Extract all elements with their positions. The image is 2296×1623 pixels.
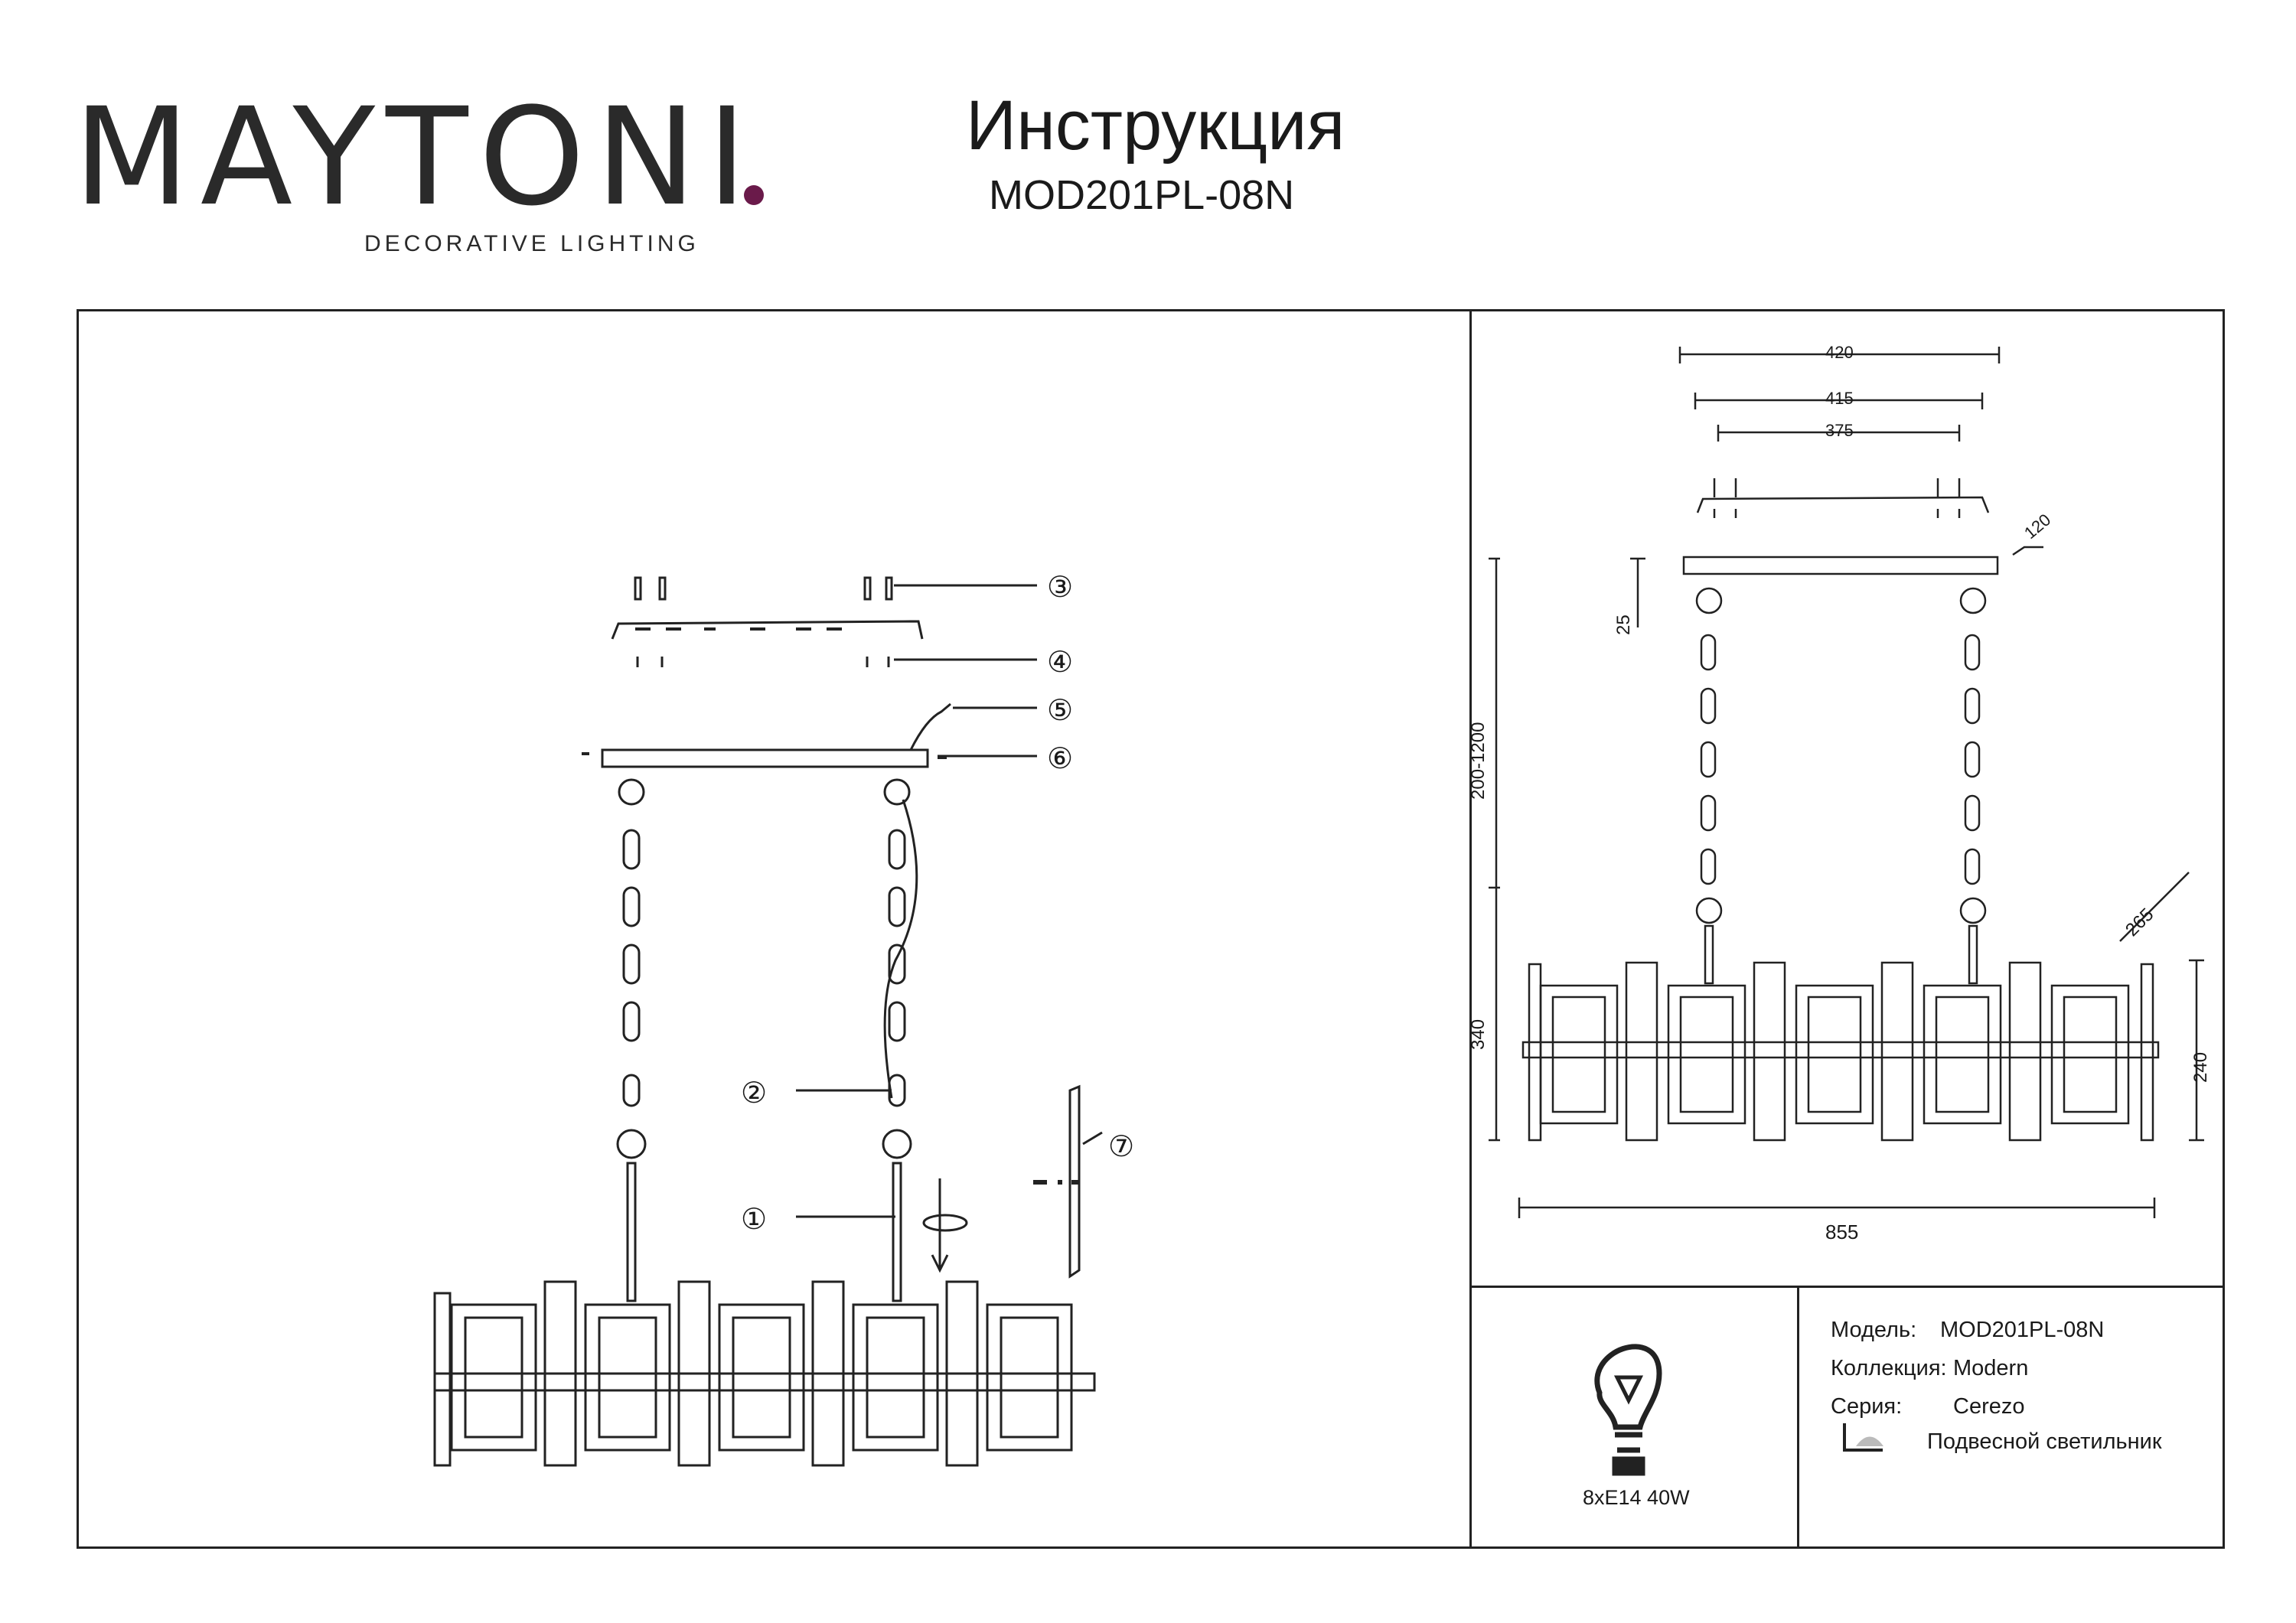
callout-3: ③	[1047, 572, 1074, 604]
callout-6: ⑥	[1047, 743, 1074, 775]
wire-terminal	[909, 702, 951, 751]
brand-wordmark: MAYTONI	[73, 79, 758, 236]
dim-25: 25	[1613, 614, 1634, 635]
chain-right	[883, 799, 918, 1107]
dim-340: 340	[1468, 1018, 1489, 1050]
bulb-icon	[1594, 1344, 1662, 1476]
pendant-type-icon	[1843, 1423, 1883, 1452]
dim-375: 375	[1825, 421, 1854, 440]
callout-2: ②	[741, 1077, 768, 1110]
series-value: Cerezo	[1953, 1394, 2025, 1419]
collection-label: Коллекция:	[1831, 1356, 1947, 1380]
dim-420: 420	[1825, 343, 1854, 362]
model-value: MOD201PL-08N	[1940, 1318, 2105, 1342]
brand-tagline: DECORATIVE LIGHTING	[364, 231, 700, 256]
chain-left	[622, 829, 641, 1107]
logo-dot-icon	[744, 185, 764, 205]
collection-value: Modern	[1953, 1356, 2029, 1380]
frame-divider-main	[1469, 309, 1472, 1549]
dim-855: 855	[1825, 1221, 1859, 1243]
type-value: Подвесной светильник	[1927, 1429, 2162, 1454]
dim-415: 415	[1825, 389, 1854, 408]
screw-set	[634, 576, 893, 601]
rod-left	[626, 1162, 637, 1302]
instruction-frame	[77, 309, 2225, 1549]
rod-right	[892, 1162, 902, 1302]
brand-logo: MAYTONI	[73, 90, 764, 266]
bulb-spec: 8xE14 40W	[1583, 1486, 1690, 1509]
frame-divider-bulb	[1797, 1286, 1799, 1549]
callout-7: ⑦	[1108, 1131, 1135, 1163]
mounting-bracket	[611, 620, 924, 640]
callout-5: ⑤	[1047, 695, 1074, 727]
page-title: Инструкция	[966, 86, 1345, 165]
callout-1: ①	[741, 1204, 768, 1236]
lamp-body	[433, 1280, 1096, 1467]
canopy	[601, 748, 929, 768]
dim-240: 240	[2190, 1051, 2211, 1083]
callout-4: ④	[1047, 647, 1074, 679]
series-label: Серия:	[1831, 1394, 1903, 1419]
model-code: MOD201PL-08N	[989, 172, 1295, 218]
dowel-set	[636, 657, 890, 667]
frame-divider-info	[1469, 1286, 2225, 1288]
dim-200-1200: 200-1200	[1468, 722, 1489, 800]
glass-panel	[1068, 1084, 1081, 1279]
model-label: Модель:	[1831, 1318, 1917, 1342]
